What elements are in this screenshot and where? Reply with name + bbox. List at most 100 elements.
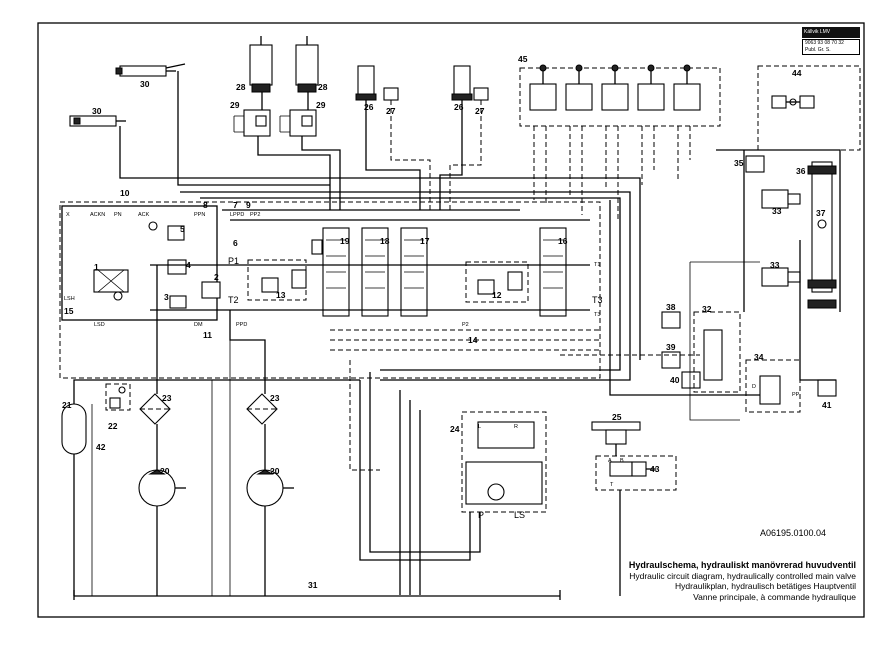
port-t1: T1 (594, 262, 600, 268)
label-16: 16 (558, 236, 568, 246)
label-32: 32 (702, 304, 712, 314)
label-27b: 27 (475, 106, 485, 116)
cylinder-30-upper (115, 63, 186, 77)
label-33a: 33 (772, 206, 782, 216)
main-spool-16 (539, 227, 567, 317)
label-3: 3 (164, 292, 169, 302)
port-t3: T3 (592, 295, 603, 305)
component-labels: 30 30 28 28 29 29 26 27 26 27 45 44 10 8… (62, 54, 832, 590)
label-43: 43 (650, 464, 660, 474)
label-4: 4 (186, 260, 191, 270)
cylinder-30-lower (69, 115, 126, 127)
label-31: 31 (308, 580, 318, 590)
steering-unit-25 (591, 421, 641, 445)
doc-label-s: S. (825, 47, 831, 53)
doc-label-publ: Publ. (805, 47, 817, 53)
port-ackn: ACKN (90, 212, 105, 218)
label-18: 18 (380, 236, 390, 246)
label-17: 17 (420, 236, 430, 246)
label-40: 40 (670, 375, 680, 385)
main-spool-18 (361, 227, 389, 317)
tank-line-31 (73, 590, 561, 600)
port-lppd: LPPD (230, 212, 244, 218)
port-ppd: PPD (236, 322, 247, 328)
cylinder-36 (807, 161, 837, 309)
label-28b: 28 (318, 82, 328, 92)
port-pp: PP (792, 392, 800, 398)
label-34: 34 (754, 352, 764, 362)
port-dm: DM (194, 322, 203, 328)
valve-section-13 (247, 259, 307, 301)
port-ack: ACK (138, 212, 150, 218)
label-19: 19 (340, 236, 350, 246)
document-number-box: 9063 93 08 70 32 Publ. Gr. S. (802, 39, 860, 55)
port-t: T (610, 482, 614, 488)
control-valve-section (61, 205, 218, 321)
label-28a: 28 (236, 82, 246, 92)
label-11: 11 (203, 330, 212, 340)
port-pp2: PP2 (250, 212, 260, 218)
accumulator-21 (61, 403, 87, 455)
sensor-41 (817, 379, 837, 397)
valve-35 (745, 155, 765, 173)
label-14: 14 (468, 335, 478, 345)
doc-label-gr: Gr. (817, 47, 825, 53)
label-33b: 33 (770, 260, 780, 270)
port-r: R (514, 424, 518, 430)
filter-23-left (139, 393, 171, 425)
label-30b: 30 (92, 106, 102, 116)
label-2: 2 (214, 272, 219, 282)
label-7: 7 (233, 200, 238, 210)
label-26b: 26 (454, 102, 464, 112)
label-39: 39 (666, 342, 676, 352)
label-20b: 20 (270, 466, 280, 476)
label-12: 12 (492, 290, 502, 300)
main-valve-block (59, 201, 601, 379)
port-d: D (752, 384, 756, 390)
sensor-40 (681, 371, 701, 389)
port-t2: T2 (228, 295, 239, 305)
port-p2: P2 (462, 322, 469, 328)
port-labels: ACKN PN ACK PPN LPPD PP2 LSH LSD DM PPD … (64, 212, 800, 520)
title-english: Hydraulic circuit diagram, hydraulically… (629, 570, 856, 581)
title-german: Hydraulikplan, hydraulisch betätiges Hau… (675, 581, 856, 591)
label-10: 10 (120, 188, 130, 198)
label-42: 42 (96, 442, 106, 452)
cylinder-26-right (451, 65, 489, 101)
valve-33-upper (761, 189, 801, 209)
label-30a: 30 (140, 79, 150, 89)
label-38: 38 (666, 302, 676, 312)
label-35: 35 (734, 158, 744, 168)
label-15: 15 (64, 306, 74, 316)
label-29b: 29 (316, 100, 326, 110)
pilot-valve-bank-45 (519, 64, 721, 220)
label-22: 22 (108, 421, 118, 431)
filter-23-right (246, 393, 278, 425)
shuttle-valve-44 (757, 65, 861, 151)
label-44: 44 (792, 68, 802, 78)
valve-section-12 (465, 261, 529, 303)
main-spool-19 (311, 227, 350, 317)
main-spool-17 (400, 227, 428, 317)
label-37: 37 (816, 208, 826, 218)
port-t3b: T3 (594, 312, 600, 318)
company-logo: Källvik LMV (802, 27, 860, 38)
label-23b: 23 (270, 393, 280, 403)
label-1: 1 (94, 262, 99, 272)
port-b: B (620, 458, 624, 464)
label-26a: 26 (364, 102, 374, 112)
label-41: 41 (822, 400, 832, 410)
label-36: 36 (796, 166, 806, 176)
label-20a: 20 (160, 466, 170, 476)
control-valves (93, 221, 221, 309)
port-p1: P1 (228, 256, 239, 266)
label-27a: 27 (386, 106, 396, 116)
title-french: Vanne principale, à commande hydraulique (693, 591, 856, 602)
port-l: L (478, 424, 481, 430)
label-8: 8 (203, 200, 208, 210)
pilot-unit-24 (461, 411, 547, 513)
reference-code: A06195.0100.04 (760, 528, 827, 538)
logo-text: Källvik LMV (804, 29, 831, 35)
port-x: X (66, 212, 70, 218)
